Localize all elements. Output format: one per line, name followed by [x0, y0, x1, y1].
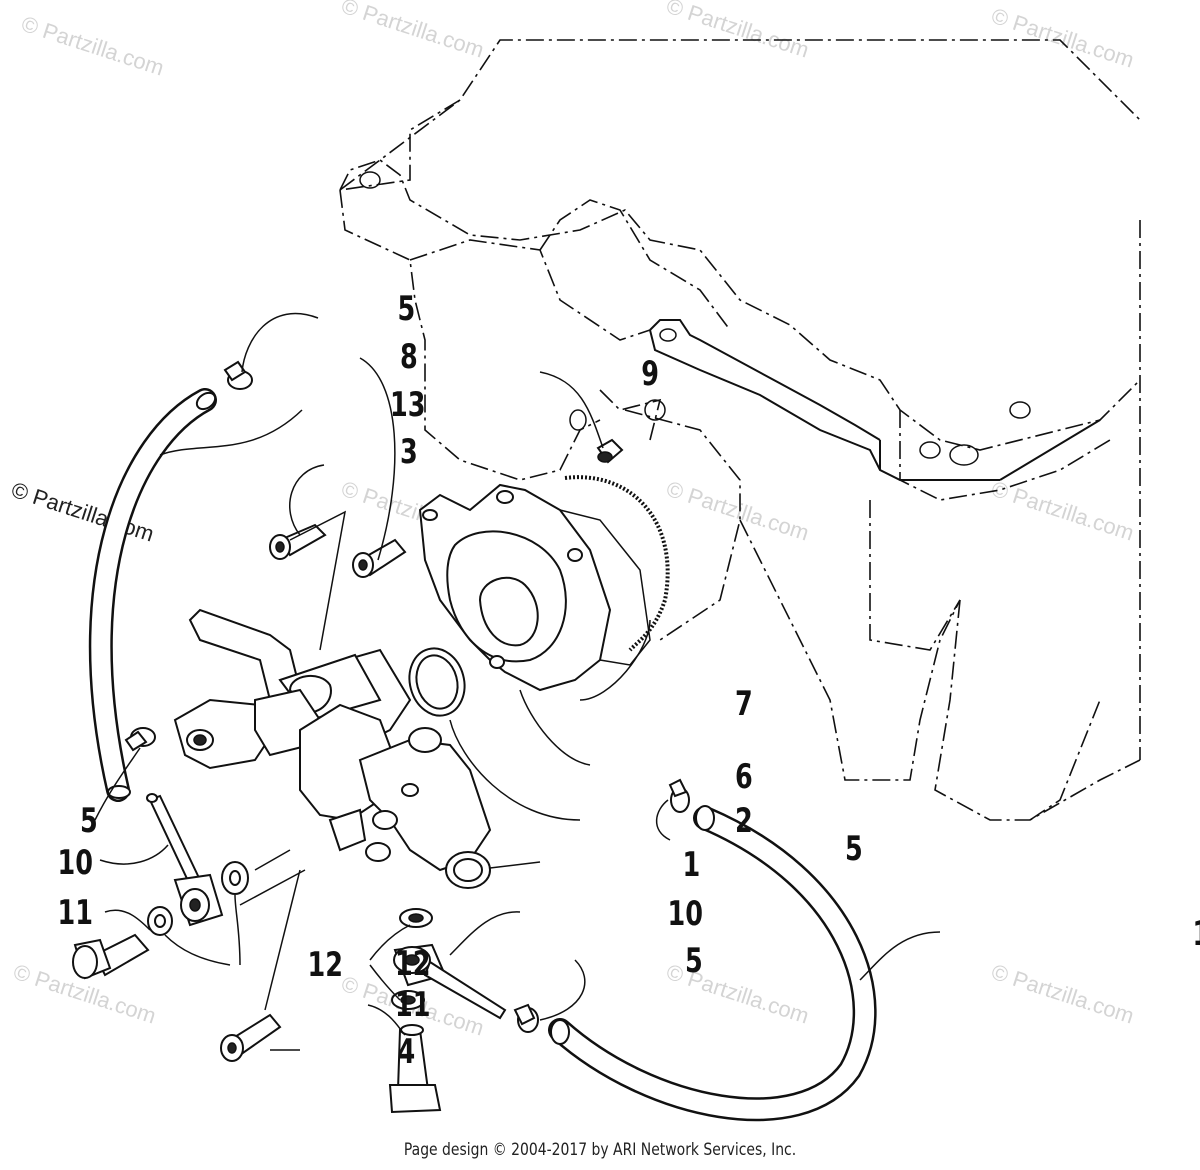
callout-13-top: 13 — [390, 385, 425, 425]
part-5-clamp-left — [124, 727, 156, 752]
part-5-clamp-bottom — [513, 1003, 539, 1033]
callout-5-bottom: 5 — [685, 941, 703, 981]
callout-7: 7 — [735, 684, 753, 724]
part-5-clamp-right — [668, 778, 690, 813]
callout-9: 9 — [641, 354, 659, 394]
watermark-1: © Partzilla.com — [18, 11, 167, 81]
callout-11-bottom: 11 — [395, 985, 430, 1025]
callout-4: 4 — [398, 1032, 416, 1072]
callout-5-right: 5 — [845, 829, 863, 869]
part-9-dowel — [596, 438, 624, 464]
callout-12-bottom: 12 — [395, 944, 430, 984]
part-13-hose-right — [548, 805, 877, 1122]
part-3-bolt — [269, 523, 327, 560]
part-2-o-ring — [408, 647, 466, 717]
footer-copyright: Page design © 2004-2017 by ARI Network S… — [403, 1140, 797, 1160]
callout-5-top: 5 — [398, 289, 416, 329]
part-6-pump-housing — [418, 483, 651, 692]
watermark-6: © Partzilla.com — [663, 476, 812, 546]
callout-2: 2 — [735, 801, 753, 841]
part-10-banjo-bottom — [393, 943, 507, 1020]
callout-1: 1 — [683, 845, 701, 885]
part-11-banjo-bolt-left — [72, 933, 150, 980]
part-5-clamp-top — [223, 360, 253, 390]
part-12-washers — [147, 861, 433, 1010]
callout-8: 8 — [400, 337, 418, 377]
part-4-bolt — [220, 1013, 282, 1062]
part-8-bolt — [352, 538, 407, 578]
part-10-banjo-left — [146, 793, 224, 927]
callout-10-left: 10 — [58, 843, 93, 883]
callout-11-left: 11 — [58, 893, 93, 933]
callout-5-left: 5 — [80, 801, 98, 841]
callout-3: 3 — [400, 432, 418, 472]
leader-lines — [94, 312, 941, 1051]
engine-case-details — [359, 171, 1101, 481]
callout-13-right: 13 — [1193, 914, 1200, 954]
part-1-oil-pump — [173, 608, 492, 889]
watermark-4: © Partzilla.com — [988, 3, 1137, 73]
watermark-3: © Partzilla.com — [663, 0, 812, 63]
part-13-hose-left — [88, 388, 217, 802]
callout-6: 6 — [735, 757, 753, 797]
engine-case-outline — [339, 39, 1141, 821]
watermark-2: © Partzilla.com — [338, 0, 487, 63]
part-7-gasket — [564, 475, 670, 652]
callouts: 5 8 13 3 9 7 6 2 1 5 10 11 12 4 12 11 10… — [58, 289, 1200, 1072]
callout-10-bottom: 10 — [668, 894, 703, 934]
watermark-11: © Partzilla.com — [988, 959, 1137, 1029]
part-11-banjo-bolt-bottom — [388, 1024, 442, 1114]
callout-12-left: 12 — [308, 945, 343, 985]
